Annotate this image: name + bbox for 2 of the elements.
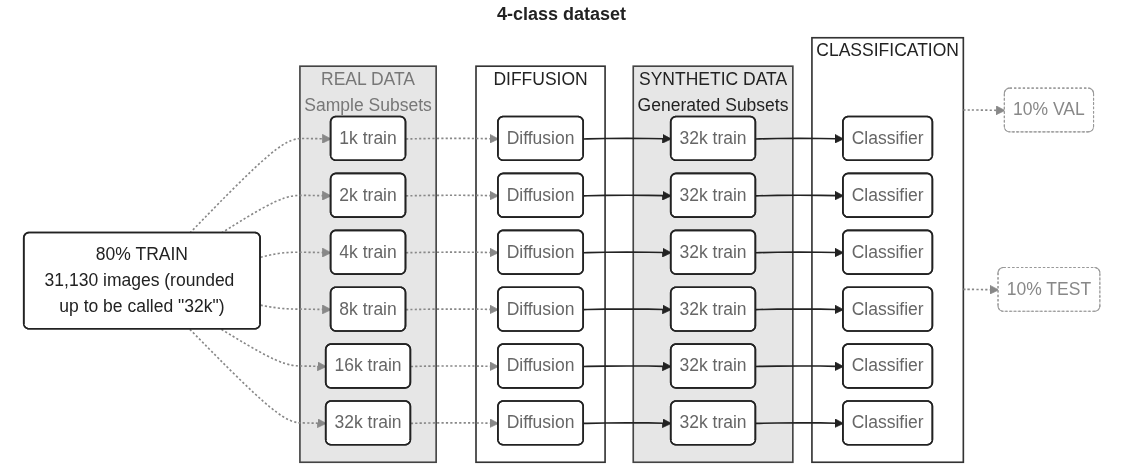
arrow [962, 105, 1005, 116]
dataset-heading: 4-class dataset [496, 4, 627, 24]
